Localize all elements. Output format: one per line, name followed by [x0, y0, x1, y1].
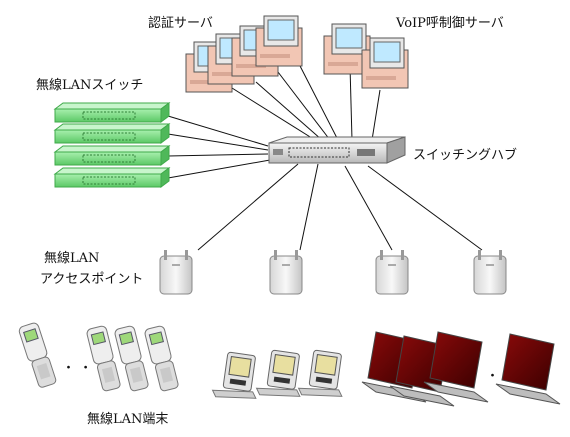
- laptop-icon: [495, 333, 561, 405]
- access-point-icon: [159, 250, 193, 295]
- network-switch-icon: [53, 145, 171, 166]
- link-wlan-switch-1: [167, 115, 269, 147]
- ap-label-line1: 無線LAN: [44, 250, 99, 266]
- link-ap-3: [344, 165, 393, 251]
- pda-icon: [255, 349, 301, 397]
- link-auth-server-3: [277, 71, 331, 141]
- server-icon: [361, 37, 409, 89]
- flip-phone-icon: [144, 325, 179, 392]
- phone-ellipsis: ・ ・: [62, 361, 92, 376]
- laptop-ellipsis: ・: [486, 369, 499, 384]
- terminal-group: ・ ・: [18, 322, 561, 427]
- link-ap-2: [299, 163, 319, 251]
- connection-lines: [167, 61, 483, 251]
- link-ap-4: [367, 165, 483, 251]
- access-point-icon: [269, 250, 303, 295]
- wlan-switch-group: 無線LANスイッチ: [36, 77, 171, 188]
- wlan-switch-label: 無線LANスイッチ: [36, 77, 143, 93]
- pda-icon: [297, 349, 343, 397]
- ap-label-line2: アクセスポイント: [40, 272, 143, 287]
- link-ap-1: [197, 163, 299, 251]
- flip-phone-icon: [86, 325, 121, 392]
- voip-server-group: VoIP呼制御サーバ: [323, 16, 504, 89]
- terminal-label: 無線LAN端末: [87, 411, 168, 427]
- switching-hub: スイッチングハブ: [268, 136, 517, 164]
- access-point-icon: [375, 250, 409, 295]
- auth-server-label: 認証サーバ: [148, 15, 213, 31]
- pda-icon: [211, 351, 257, 399]
- network-switch-icon: [53, 102, 171, 123]
- server-icon: [255, 15, 303, 67]
- link-voip-server-1: [349, 65, 353, 141]
- link-auth-server-4: [297, 61, 339, 141]
- laptop-icon: [423, 331, 489, 403]
- switching-hub-icon: [268, 136, 406, 164]
- link-auth-server-1: [231, 87, 316, 141]
- flip-phone-icon: [114, 325, 149, 392]
- link-wlan-switch-4: [167, 159, 271, 179]
- access-point-group: 無線LAN アクセスポイント: [40, 250, 507, 295]
- link-wlan-switch-2: [167, 133, 269, 151]
- link-voip-server-2: [371, 89, 381, 141]
- auth-server-group: 認証サーバ: [148, 15, 303, 93]
- switching-hub-label: スイッチングハブ: [413, 147, 517, 163]
- network-switch-icon: [53, 167, 171, 188]
- voip-server-label: VoIP呼制御サーバ: [395, 16, 504, 31]
- link-wlan-switch-3: [167, 153, 269, 157]
- access-point-icon: [473, 250, 507, 295]
- flip-phone-icon: [18, 322, 57, 388]
- link-auth-server-2: [255, 81, 323, 141]
- network-switch-icon: [53, 123, 171, 144]
